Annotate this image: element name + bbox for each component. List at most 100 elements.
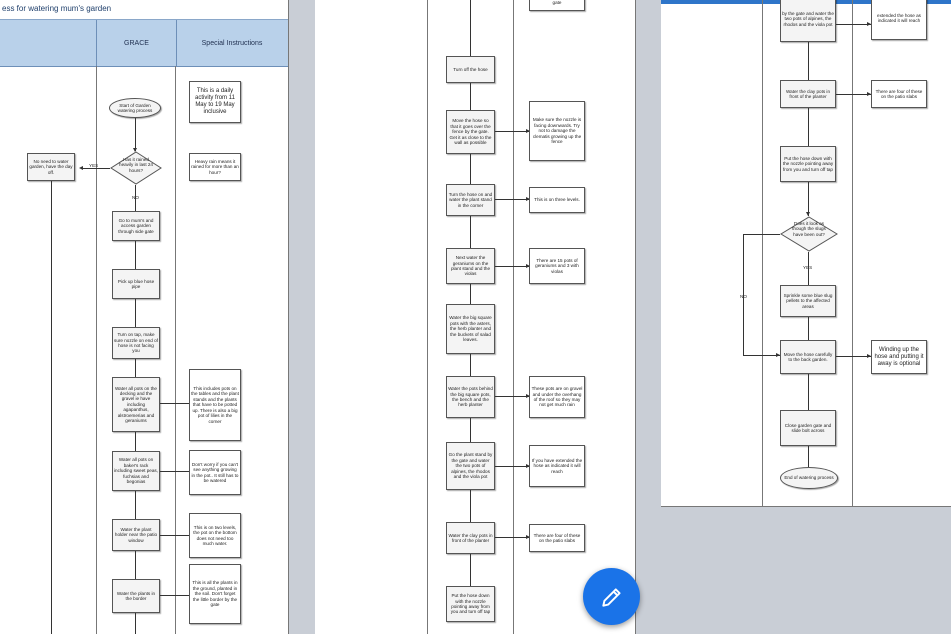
connector [808,108,809,146]
connector [470,154,471,184]
arrowhead [867,22,871,26]
lane-divider [762,0,763,507]
connector [82,168,110,169]
rain-decision-note: Heavy rain means it rained for more than… [189,153,241,181]
step-water-decking: Water all pots on the decking and the gr… [112,377,160,432]
end-terminator: End of watering process [780,467,838,489]
connector [495,199,529,200]
connector [160,535,189,536]
step-water-bakers-rack: Water all pots on baker's rack including… [112,451,160,491]
step-move-hose-back-note: Winding up the hose and putting it away … [871,340,927,374]
arrowhead [526,535,530,539]
connector [470,354,471,376]
connector [743,234,780,235]
connector [743,355,780,356]
connector [743,234,744,355]
no-need-box: No need to water garden, have the day of… [27,153,75,181]
connector [160,595,189,596]
page-bottom-border [661,506,951,507]
no-label: NO [132,195,139,200]
diagram-title: ess for watering mum's garden [2,4,112,13]
diagram-title-bar: ess for watering mum's garden [0,0,289,20]
connector [135,613,136,634]
connector [135,118,136,151]
flowchart-page-1: ess for watering mum's garden GRACE Spec… [0,0,289,634]
pencil-icon [601,587,621,607]
connector [836,356,871,357]
step-water-clay-pots-p3: Water the clay pots in front of the plan… [780,80,836,108]
slugs-decision-diamond [780,216,838,252]
step-put-hose-down-p3: Put the hose down with the nozzle pointi… [780,146,836,182]
connector [495,131,529,132]
arrowhead [526,129,530,133]
connector [135,299,136,327]
connector [495,396,529,397]
step-pick-hose: Pick up blue hose pipe [112,269,160,299]
connector [470,284,471,304]
lane-header-special: Special Instructions [201,39,263,47]
connector [135,359,136,377]
arrowhead [806,212,810,216]
connector [808,42,809,80]
yes-label-p3: YES [803,265,812,270]
edit-fab-button[interactable] [583,568,640,625]
lane-divider [175,66,176,634]
step-move-hose-back: Move the hose carefully to the back gard… [780,340,836,374]
yes-label: YES [89,163,99,168]
connector [836,24,871,25]
flowchart-page-3: by the gate and water the two pots of al… [661,0,951,507]
step-access-garden: Go to mum's and access garden through si… [112,211,160,241]
lane-divider [852,0,853,507]
lane-divider [427,0,428,634]
lane-divider [288,0,289,634]
arrowhead [867,354,871,358]
arrowhead [526,264,530,268]
connector [808,446,809,467]
step-move-hose-note: Make sure the nozzle is facing downwards… [529,101,585,161]
start-note: This is a daily activity from 11 May to … [189,81,241,123]
step-water-bakers-rack-note: Don't worry if you can't see anything gr… [189,450,241,495]
lane-divider [96,66,97,634]
step-water-square-pots: Water the big square pots with the aster… [446,304,495,354]
arrowhead [867,92,871,96]
step-water-pots-behind-note: These pots are on gravel and under the o… [529,376,585,418]
connector [160,471,189,472]
connector [135,491,136,519]
step-water-clay-pots: Water the clay pots in front of the plan… [446,522,495,554]
step-turn-tap: Turn on tap, make sure nozzle on end of … [112,327,160,359]
arrowhead [133,148,137,152]
rain-decision-diamond [110,151,162,185]
step-plant-stand-gate: Go the plant stand by the gate and water… [446,442,495,490]
connector [135,432,136,451]
step-plant-stand-gate-cut: by the gate and water the two pots of al… [780,0,836,42]
arrowhead [526,197,530,201]
step-put-hose-down: Put the hose down with the nozzle pointi… [446,586,495,622]
step-turn-off-hose: Turn off the hose [446,56,495,83]
connector [135,241,136,269]
connector [495,466,529,467]
arrowhead [79,166,83,170]
connector [470,0,471,56]
connector [808,252,809,285]
step-water-geraniums: Next water the geraniums on the plant st… [446,248,495,284]
connector [470,418,471,442]
connector [836,94,871,95]
connector [470,554,471,586]
connector [808,182,809,216]
rain-decision-text: Has it rained heavily in last 24 hours? [119,157,153,173]
step-close-gate: Close garden gate and slide bolt across [780,410,836,446]
step-plant-stand-gate-note: If you have extended the hose as indicat… [529,445,585,487]
connector [135,551,136,579]
connector [470,490,471,522]
step-move-hose: Move the hose so that it goes over the f… [446,110,495,154]
start-terminator: Start of Garden watering process [109,98,161,118]
connector [808,374,809,410]
connector [470,216,471,248]
arrowhead [776,353,780,357]
step-slug-pellets: Sprinkle some blue slug pellets to the a… [780,285,836,317]
step-water-clay-pots-note: There are four of these on the patio sla… [529,524,585,552]
flowchart-page-2: gate Turn off the hose Move the hose so … [315,0,636,634]
step-water-border-note: This is all the plants in the ground, pl… [189,564,241,624]
slugs-decision-text: Does it look as though the slugs have be… [792,221,826,237]
step-water-plant-holder-note: This is on two levels, the pot on the bo… [189,513,241,558]
